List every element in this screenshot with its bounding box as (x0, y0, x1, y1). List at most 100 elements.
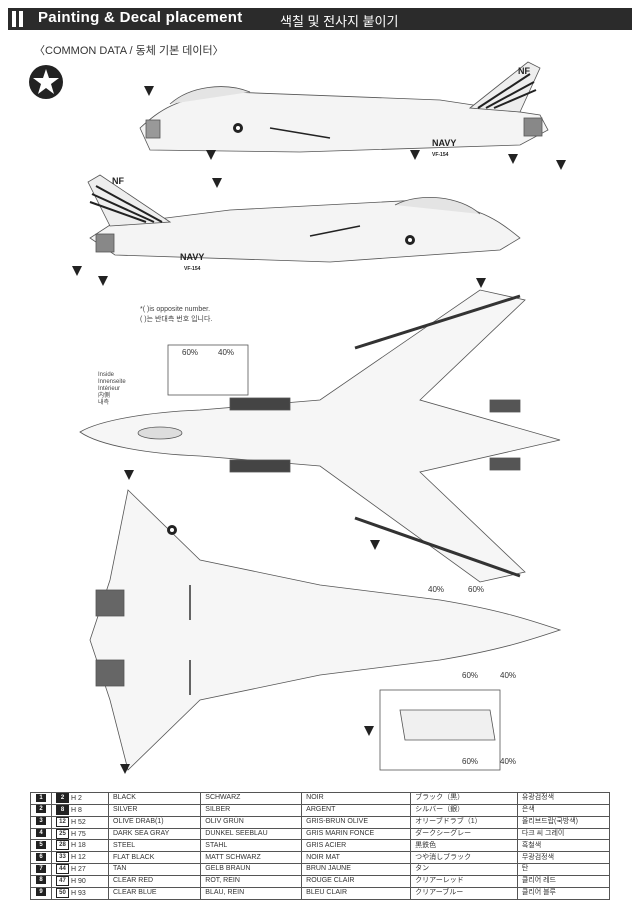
aircraft-drawing: NAVY VF-154 NF NAVY VF-154 NF 60% 40% 40… (72, 61, 566, 774)
paint-name-en: SILVER (107, 803, 202, 817)
paint-name-de: STAHL (200, 839, 303, 853)
paint-number-badge: 5 (36, 840, 46, 849)
paint-number-cell: 2 (30, 803, 52, 817)
paint-name-kr: 다크 씨 그레이 (516, 827, 611, 841)
paint-name-jp: クリアーレッド (410, 874, 518, 888)
paint-name-de: SILBER (200, 803, 303, 817)
star-roundel-icon (29, 65, 63, 99)
paint-code-a: 2 (56, 793, 69, 803)
paint-number-cell: 1 (30, 792, 52, 805)
paint-number-badge: 2 (36, 805, 46, 814)
paint-code-a: 44 (56, 864, 69, 875)
paint-number-cell: 3 (30, 815, 52, 829)
paint-name-fr: BLEU CLAIR (301, 886, 412, 900)
vf-marking-left: VF-154 (184, 266, 201, 272)
section-header: Painting & Decal placement 색칠 및 전사지 붙이기 (8, 8, 632, 30)
paint-code-a: 47 (56, 875, 69, 886)
inside-label: Inside Innenseite Intérieur 内側 내측 (98, 372, 126, 407)
inside-label-en: Inside (98, 372, 115, 378)
paint-name-kr: 클리어 블루 (516, 886, 611, 900)
paint-name-jp: クリアーブルー (410, 886, 518, 900)
paint-code-a: 33 (56, 852, 69, 863)
paint-number-cell: 5 (30, 839, 52, 853)
paint-name-kr: 흑철색 (516, 839, 611, 853)
paint-name-fr: BRUN JAUNE (301, 863, 412, 876)
paint-name-fr: ROUGE CLAIR (301, 874, 412, 888)
paint-name-jp: ダークシーグレー (410, 827, 518, 841)
paint-name-fr: NOIR MAT (301, 851, 412, 865)
paint-number-badge: 8 (36, 876, 46, 885)
paint-name-en: CLEAR RED (107, 874, 202, 888)
paint-name-jp: 黒鉄色 (410, 839, 518, 853)
paint-code-a: 25 (56, 828, 69, 839)
paint-code-a: 8 (56, 804, 69, 815)
paint-number-badge: 3 (36, 817, 46, 826)
vf-marking-right: VF-154 (432, 152, 449, 158)
common-data-label: 〈COMMON DATA / 동체 기본 데이터〉 (34, 45, 224, 57)
color-callout-icons (72, 86, 566, 774)
paint-name-kr: 탄 (516, 863, 611, 876)
paint-name-kr: 무광검정색 (516, 851, 611, 865)
paint-name-fr: GRIS ACIER (301, 839, 412, 853)
paint-name-fr: GRIS-BRUN OLIVE (301, 815, 412, 829)
paint-name-de: MATT SCHWARZ (200, 851, 303, 865)
page-title: Painting & Decal placement (38, 9, 243, 26)
paint-code-a: 50 (56, 887, 69, 898)
paint-name-jp: オリーブドラブ（1） (410, 815, 518, 829)
paint-name-de: DUNKEL SEEBLAU (200, 827, 303, 841)
paint-name-de: OLIV GRÜN (200, 815, 303, 829)
paint-number-cell: 9 (30, 886, 52, 900)
bottom-view (89, 489, 562, 771)
paint-number-cell: 8 (30, 874, 52, 888)
nf-marking-right: NF (518, 66, 530, 76)
paint-name-en: BLACK (107, 792, 202, 805)
paint-code-b: H 90 (71, 877, 86, 885)
paint-name-de: SCHWARZ (200, 792, 303, 805)
paint-name-de: ROT, REIN (200, 874, 303, 888)
paint-number-cell: 4 (30, 827, 52, 841)
top-view (79, 289, 561, 583)
paint-name-de: GELB BRAUN (200, 863, 303, 876)
paint-code-b: H 52 (71, 818, 86, 826)
paint-code-b: H 12 (71, 854, 86, 862)
paint-name-de: BLAU, REIN (200, 886, 303, 900)
paint-code-a: 12 (56, 816, 69, 827)
paint-number-badge: 6 (36, 852, 46, 861)
paint-name-kr: 올리브드랍(국방색) (516, 815, 611, 829)
paint-name-jp: タン (410, 863, 518, 876)
percent-callout-f: 40% (500, 671, 516, 680)
note-line-en: *( )is opposite number. (140, 306, 211, 313)
navy-marking-left: NAVY (180, 252, 204, 262)
paint-number-badge: 4 (36, 829, 46, 838)
inside-label-de: Innenseite (98, 379, 126, 385)
paint-name-kr: 유광검정색 (516, 792, 611, 805)
percent-callout-g: 60% (462, 757, 478, 766)
paint-code-b: H 2 (71, 794, 82, 802)
inset-box-upper (167, 344, 249, 396)
percent-callout-b: 40% (218, 348, 234, 357)
percent-callout-c: 40% (428, 585, 444, 594)
side-view-right (139, 61, 549, 153)
nf-marking-left: NF (112, 176, 124, 186)
side-view-left (87, 174, 521, 263)
paint-name-kr: 클리어 레드 (516, 874, 611, 888)
opposite-number-note: *( )is opposite number. ( )는 반대측 번호 입니다. (140, 305, 212, 325)
paint-number-badge: 1 (36, 793, 46, 802)
paint-name-en: OLIVE DRAB(1) (107, 815, 202, 829)
